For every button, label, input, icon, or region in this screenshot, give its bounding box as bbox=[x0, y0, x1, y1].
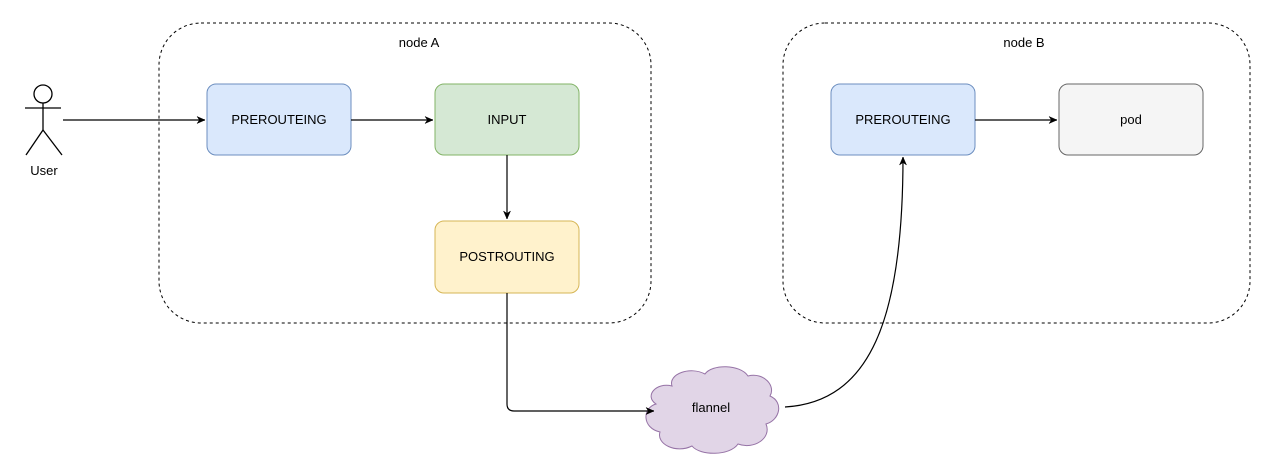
flannel-to-b-prerouting-arrow bbox=[784, 156, 908, 408]
b-pod-shape bbox=[1058, 83, 1204, 156]
node-b-label: node B bbox=[1003, 35, 1044, 50]
b-prerouting-label: PREROUTEING bbox=[855, 112, 950, 127]
b-prerouting-box[interactable]: PREROUTEING bbox=[830, 83, 976, 156]
a-prerouting-box[interactable]: PREROUTEING bbox=[206, 83, 352, 156]
flannel-cloud[interactable]: flannel bbox=[645, 366, 780, 454]
user-icon bbox=[25, 84, 63, 156]
b-pod-box[interactable]: pod bbox=[1058, 83, 1204, 156]
b-pod-label: pod bbox=[1120, 112, 1142, 127]
flannel-label: flannel bbox=[692, 400, 730, 415]
node-a-label: node A bbox=[399, 35, 440, 50]
a-postrouting-box[interactable]: POSTROUTING bbox=[434, 220, 580, 294]
a-prerouting-label: PREROUTEING bbox=[231, 112, 326, 127]
a-input-box[interactable]: INPUT bbox=[434, 83, 580, 156]
user-label: User bbox=[30, 163, 58, 178]
node-b-group: node B bbox=[782, 22, 1251, 324]
node-a-group: node A bbox=[158, 22, 652, 324]
postrouting-to-flannel-arrow bbox=[506, 293, 655, 416]
a-postrouting-label: POSTROUTING bbox=[459, 249, 554, 264]
a-input-label: INPUT bbox=[488, 112, 527, 127]
flannel-cloud-shape bbox=[645, 366, 780, 454]
user-actor: User bbox=[25, 84, 63, 178]
